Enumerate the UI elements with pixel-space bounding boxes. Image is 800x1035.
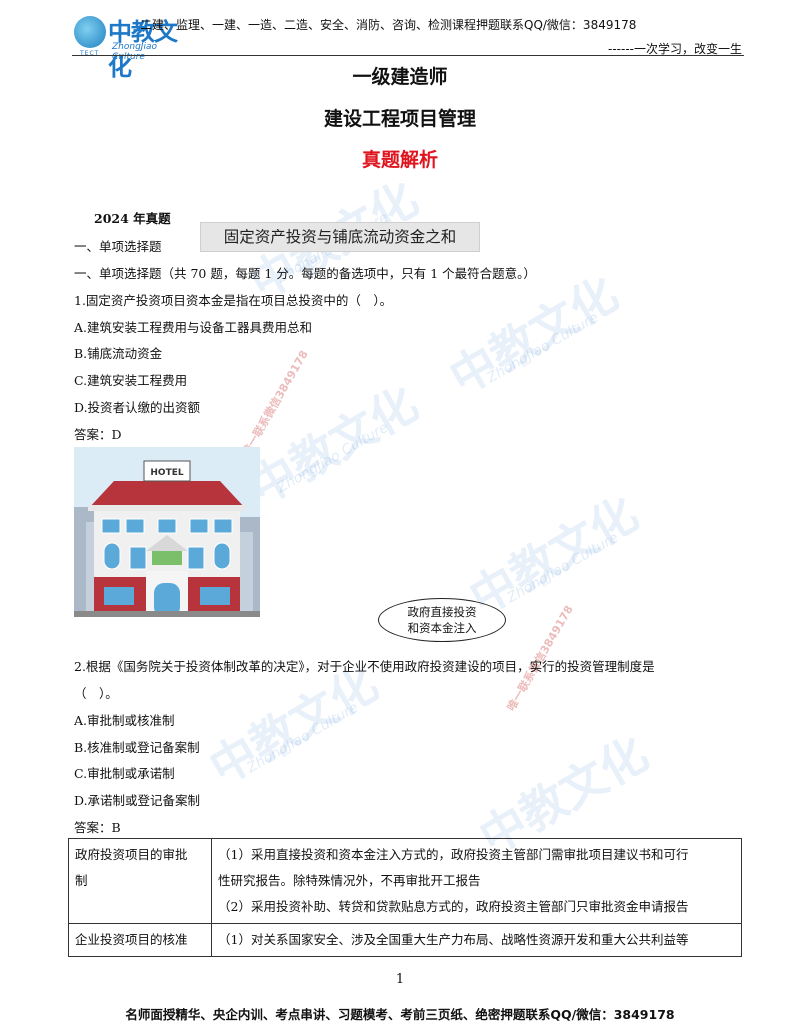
- exam-title: 一级建造师: [352, 66, 448, 88]
- table-row: 政府投资项目的审批 制 （1）采用直接投资和资本金注入方式的，政府投资主管部门需…: [68, 838, 742, 924]
- question-2-option-d: D.承诺制或登记备案制: [74, 793, 201, 808]
- logo-text: 中教文化: [108, 18, 178, 81]
- doc-type-title: 真题解析: [361, 149, 438, 171]
- header-contact: 二建、监理、一建、一造、二造、安全、消防、咨询、检测课程押题联系QQ/微信：38…: [140, 18, 637, 32]
- logo-english: ZhongJiao Culture: [112, 42, 157, 62]
- row-1-head-line-2: 制: [75, 873, 88, 888]
- page-number: 1: [395, 972, 405, 987]
- row-1-text-1-cont: 性研究报告。除特殊情况外，不再审批开工报告: [218, 873, 481, 888]
- watermark-en: ZhongJiao Culture: [244, 699, 362, 777]
- note-line-2: 和资本金注入: [407, 621, 477, 635]
- table-cell-head: 政府投资项目的审批 制: [68, 838, 212, 924]
- question-1-stem: 1.固定资产投资项目资本金是指在项目总投资中的（ ）。: [74, 293, 393, 308]
- note-line-1: 政府直接投资: [407, 605, 477, 619]
- watermark-logo: 中教文化: [240, 376, 427, 515]
- watermark-contact: 唯一联系微信3849178: [239, 348, 311, 459]
- question-1-option-b: B.铺底流动资金: [74, 346, 163, 361]
- hotel-illustration: HOTEL: [74, 447, 260, 617]
- header-slogan: ------一次学习，改变一生: [608, 42, 742, 56]
- row-1-text-2: （2）采用投资补助、转贷和贷款贴息方式的，政府投资主管部门只审批资金申请报告: [218, 899, 689, 914]
- question-2-option-c: C.审批制或承诺制: [74, 766, 175, 781]
- question-1-option-a: A.建筑安装工程费用与设备工器具费用总和: [74, 320, 313, 335]
- year-heading: 2024 年真题: [94, 211, 171, 226]
- question-1-option-d: D.投资者认缴的出资额: [74, 400, 201, 415]
- explanation-table: 政府投资项目的审批 制 （1）采用直接投资和资本金注入方式的，政府投资主管部门需…: [68, 838, 742, 957]
- table-cell-body: （1）对关系国家安全、涉及全国重大生产力布局、战略性资源开发和重大公共利益等: [211, 923, 742, 957]
- question-2-stem: 2.根据《国务院关于投资体制改革的决定》，对于企业不使用政府投资建设的项目，实行…: [74, 659, 655, 674]
- section-instruction: 一、单项选择题（共 70 题，每题 1 分。每题的备选项中，只有 1 个最符合题…: [74, 266, 536, 281]
- note-ellipse: 政府直接投资 和资本金注入: [378, 598, 506, 642]
- answer-callout: 固定资产投资与铺底流动资金之和: [200, 222, 480, 252]
- watermark-en: ZhongJiao Culture: [504, 529, 622, 607]
- row-1-head-line-1: 政府投资项目的审批: [75, 847, 188, 862]
- part-heading: 一、单项选择题: [74, 239, 162, 254]
- watermark-en: ZhongJiao Culture: [484, 309, 602, 387]
- header-divider: [72, 55, 744, 56]
- brand-logo: 中教文化 ZhongJiao Culture TECT: [72, 12, 192, 81]
- subject-title: 建设工程项目管理: [323, 108, 476, 130]
- row-1-text-1: （1）采用直接投资和资本金注入方式的，政府投资主管部门需审批项目建议书和可行: [218, 847, 689, 862]
- question-2-option-a: A.审批制或核准制: [74, 713, 175, 728]
- logo-tect: TECT: [80, 50, 100, 57]
- question-2-stem-cont: （ ）。: [74, 686, 118, 701]
- table-cell-body: （1）采用直接投资和资本金注入方式的，政府投资主管部门需审批项目建议书和可行 性…: [211, 838, 742, 924]
- table-row: 企业投资项目的核准 （1）对关系国家安全、涉及全国重大生产力布局、战略性资源开发…: [68, 923, 742, 957]
- footer-contact: 名师面授精华、央企内训、考点串讲、习题模考、考前三页纸、绝密押题联系QQ/微信：…: [125, 1007, 675, 1022]
- table-cell-head: 企业投资项目的核准: [68, 923, 212, 957]
- watermark-en: ZhongJiao Culture: [274, 419, 392, 497]
- question-1-answer: 答案：D: [74, 427, 122, 442]
- question-2-option-b: B.核准制或登记备案制: [74, 740, 200, 755]
- question-2-answer: 答案：B: [74, 820, 121, 835]
- globe-icon: [74, 16, 106, 48]
- question-1-option-c: C.建筑安装工程费用: [74, 373, 188, 388]
- hotel-sign: HOTEL: [150, 468, 183, 478]
